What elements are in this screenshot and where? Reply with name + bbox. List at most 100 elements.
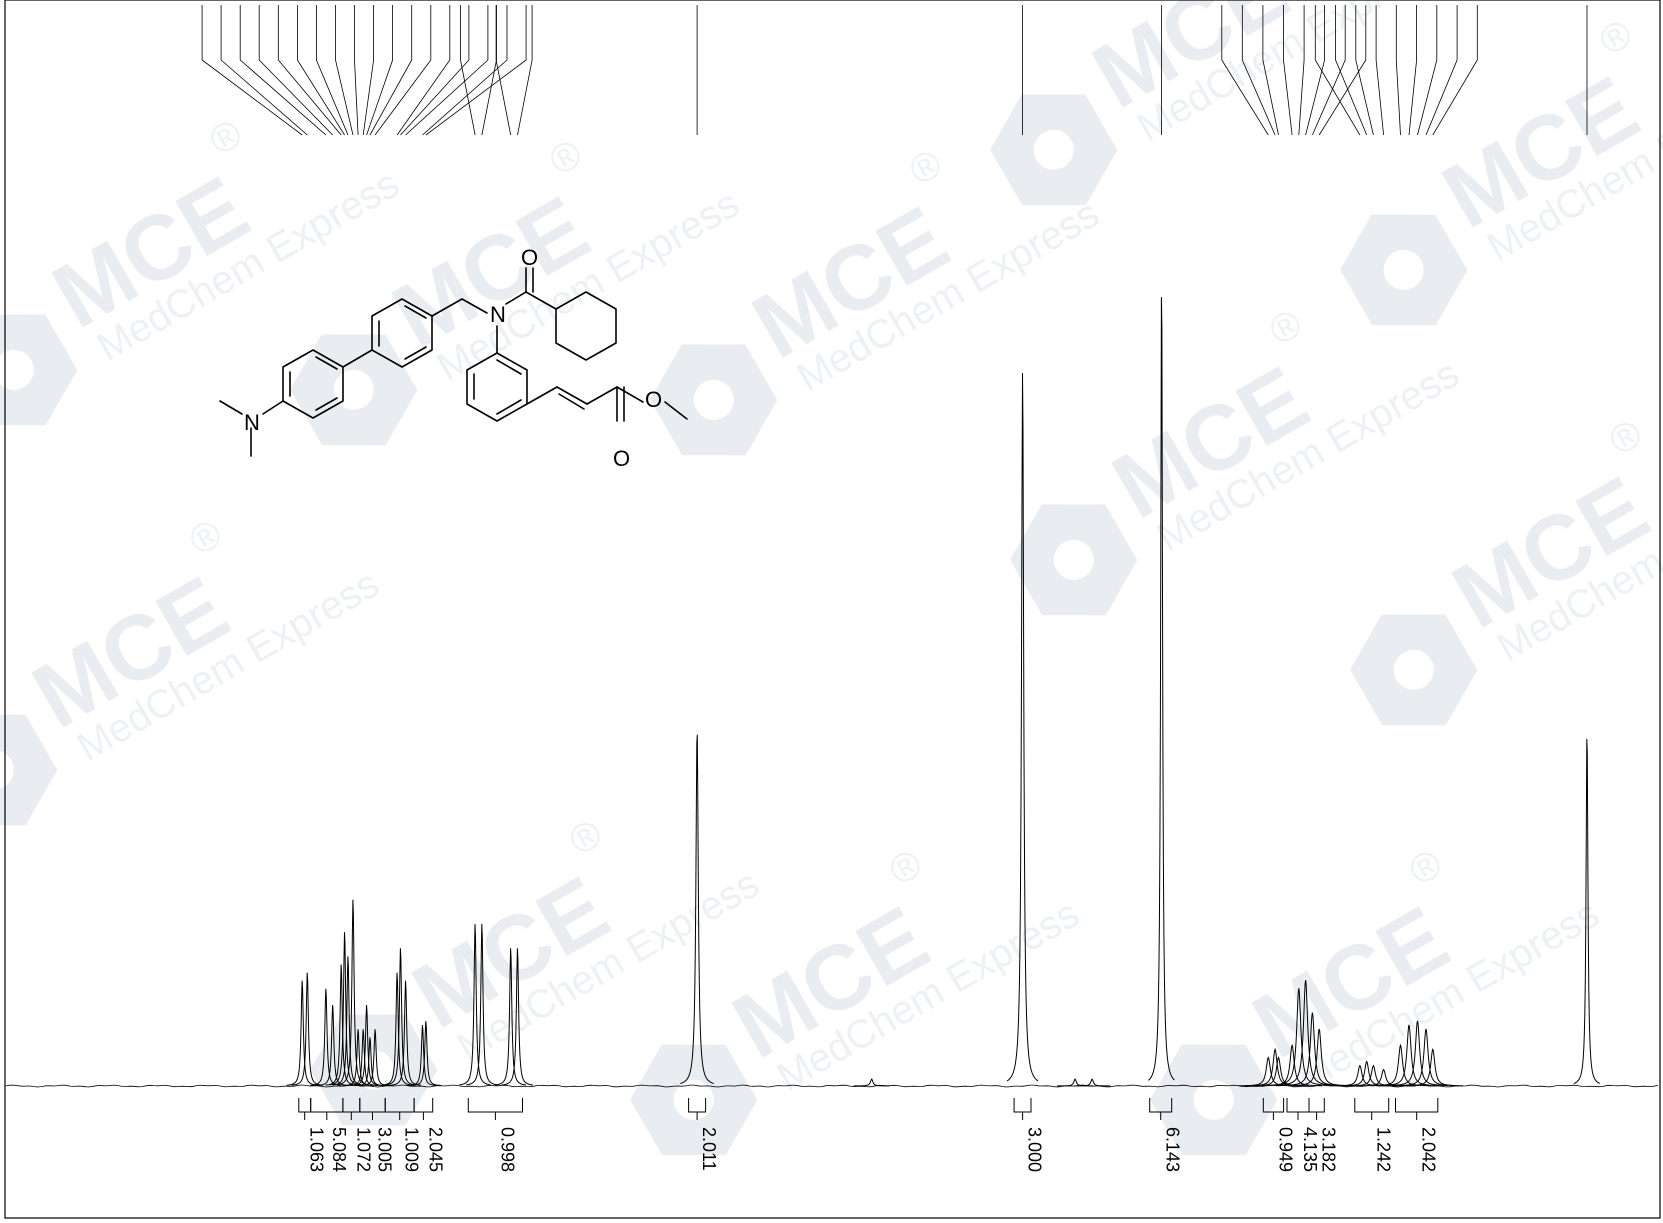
peak-pick-40 (1425, 5, 1458, 136)
peak-36 (347, 1029, 379, 1087)
integral-label-13: 1.242 (1374, 1127, 1394, 1172)
watermark-hole-6 (353, 1049, 394, 1090)
peak-pick-30 (1305, 5, 1325, 136)
integral-bracket-7 (688, 1098, 707, 1120)
peak-pick-16 (422, 5, 508, 136)
chemical-structure (219, 267, 688, 457)
integral-label-11: 4.135 (1300, 1127, 1320, 1172)
integral-label-7: 2.011 (699, 1127, 719, 1171)
watermark-hole-8 (1193, 1079, 1234, 1120)
watermark-reg-2: ® (902, 141, 950, 194)
integral-label-0: 1.063 (307, 1127, 327, 1172)
peak-pick-37 (1395, 5, 1401, 136)
peak-24 (501, 948, 533, 1086)
peak-pick-2 (239, 5, 327, 136)
watermark-reg-5: ® (1602, 411, 1650, 464)
integral-label-2: 1.072 (353, 1127, 373, 1172)
integral-bracket-12 (1308, 1098, 1325, 1120)
peak-pick-21 (517, 5, 533, 136)
structure-atom-labels: O N N O O (244, 245, 662, 471)
peak-pick-27 (1262, 5, 1279, 136)
peak-17 (1238, 1056, 1299, 1087)
peak-picks (201, 5, 1588, 136)
watermark-reg-4: ® (182, 511, 230, 564)
integral-bracket-13 (1354, 1098, 1390, 1120)
watermark-reg-3: ® (1262, 301, 1310, 354)
watermark-reg-9: ® (1592, 11, 1640, 64)
peak-pick-25 (1221, 5, 1269, 136)
peak-pick-32 (1318, 5, 1367, 136)
watermark-hole-4 (0, 749, 14, 790)
watermark-reg-6: ® (562, 811, 610, 864)
plot-frame (4, 0, 1661, 1219)
peak-pick-11 (369, 5, 413, 136)
integral-label-1: 5.084 (329, 1127, 349, 1172)
peak-pick-14 (400, 5, 470, 136)
peak-30 (389, 980, 422, 1086)
peak-6 (1353, 1068, 1414, 1087)
peak-38 (337, 899, 369, 1086)
peak-pick-38 (1408, 5, 1417, 136)
integral-bracket-6 (467, 1098, 523, 1120)
watermark-hole-2 (693, 379, 734, 420)
peak-pick-31 (1312, 5, 1346, 136)
integral-label-5: 2.045 (425, 1127, 445, 1172)
watermark-reg-0: ® (202, 111, 250, 164)
integral-bracket-9 (1149, 1098, 1173, 1120)
integral-label-3: 3.005 (375, 1127, 395, 1172)
watermark-reg-8: ® (1402, 841, 1450, 894)
peak-0 (1573, 738, 1600, 1084)
peak-20 (1057, 1078, 1094, 1087)
peak-31 (384, 948, 416, 1086)
integral-label-14: 2.042 (1419, 1127, 1439, 1172)
peak-39 (332, 956, 364, 1086)
watermark-hole-5 (1393, 649, 1434, 690)
peak-23 (680, 734, 714, 1084)
atom-label-n-dimethyl: N (244, 410, 260, 435)
peak-pick-7 (335, 5, 354, 136)
peak-25 (495, 948, 527, 1086)
spectrum (286, 297, 1600, 1087)
peak-pick-10 (366, 5, 393, 136)
peak-pick-17 (425, 5, 527, 136)
peak-41 (325, 964, 357, 1086)
peak-pick-6 (316, 5, 349, 136)
peak-22 (853, 1078, 890, 1087)
peak-pick-8 (354, 5, 359, 136)
integral-label-6: 0.998 (497, 1127, 517, 1172)
atom-label-o-ester: O (645, 387, 662, 412)
integral-bracket-5 (413, 1098, 434, 1120)
atom-label-n-amide: N (490, 302, 506, 327)
peak-pick-18 (460, 5, 476, 136)
atom-label-o-carbonyl: O (613, 446, 630, 471)
peak-pick-4 (277, 5, 342, 136)
peak-pick-0 (201, 5, 303, 136)
peak-pick-28 (1283, 5, 1293, 136)
peak-pick-19 (481, 5, 497, 136)
peak-pick-9 (362, 5, 374, 136)
peak-pick-39 (1417, 5, 1438, 136)
peak-pick-20 (495, 5, 512, 136)
peak-32 (381, 972, 413, 1086)
peak-pick-36 (1375, 5, 1384, 136)
peak-18 (1148, 297, 1175, 1081)
watermark-hole-10 (1033, 129, 1074, 170)
watermark-hex-4 (0, 714, 58, 826)
integral-bracket-0 (298, 1098, 312, 1120)
peak-33 (359, 1029, 391, 1087)
peak-26 (466, 923, 498, 1086)
peak-21 (1006, 372, 1039, 1082)
integral-label-12: 3.182 (1319, 1127, 1339, 1172)
watermark-hole-9 (1383, 249, 1424, 290)
peak-pick-1 (220, 5, 308, 136)
integral-label-4: 1.009 (402, 1127, 422, 1172)
peak-45 (286, 980, 318, 1086)
integral-bracket-11 (1286, 1098, 1310, 1120)
